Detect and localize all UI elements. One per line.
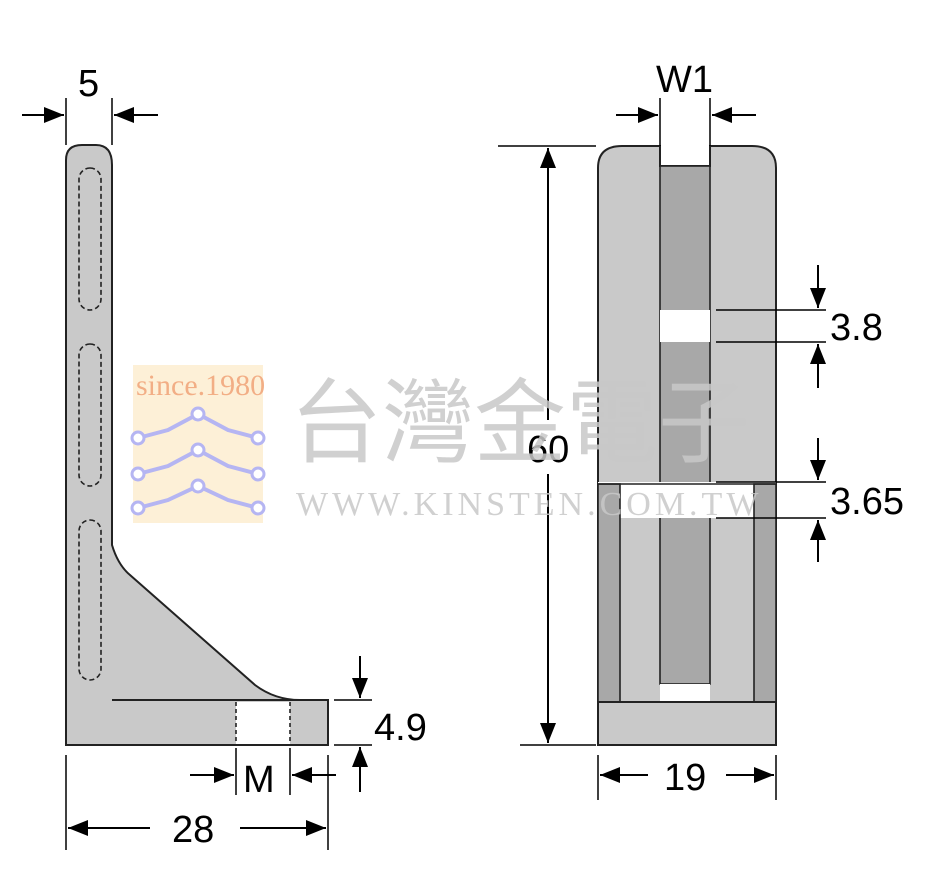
center-slot — [659, 165, 711, 685]
dim-base-height: 4.9 — [374, 707, 427, 749]
gap-lower — [598, 482, 776, 518]
front-base — [597, 701, 777, 746]
watermark: since.1980 台灣金電子 WWW.KINSTEN.COM.TW — [130, 365, 762, 523]
dim-hole-m: M — [243, 759, 275, 801]
base-hole — [236, 702, 290, 744]
dim-gap-upper: 3.8 — [830, 307, 883, 349]
dim-slot-width: W1 — [656, 59, 713, 101]
dim-gap-lower: 3.65 — [830, 481, 904, 523]
dim-height: 60 — [527, 429, 569, 471]
watermark-url: WWW.KINSTEN.COM.TW — [296, 486, 762, 523]
slot-hidden-3 — [78, 519, 102, 681]
side-view: 5 4.9 M 28 — [22, 63, 427, 851]
dim-length-base: 28 — [172, 809, 214, 851]
dim-thickness-top: 5 — [78, 63, 99, 105]
bracket-side-profile — [65, 144, 329, 746]
dim-width: 19 — [664, 757, 706, 799]
slot-hidden-1 — [78, 167, 102, 311]
gap-upper — [660, 310, 710, 342]
watermark-chinese: 台灣金電子 — [290, 370, 750, 477]
watermark-since: since.1980 — [136, 369, 265, 402]
slot-hidden-2 — [78, 343, 102, 487]
front-view: W1 60 3.8 3.65 19 — [498, 59, 904, 800]
